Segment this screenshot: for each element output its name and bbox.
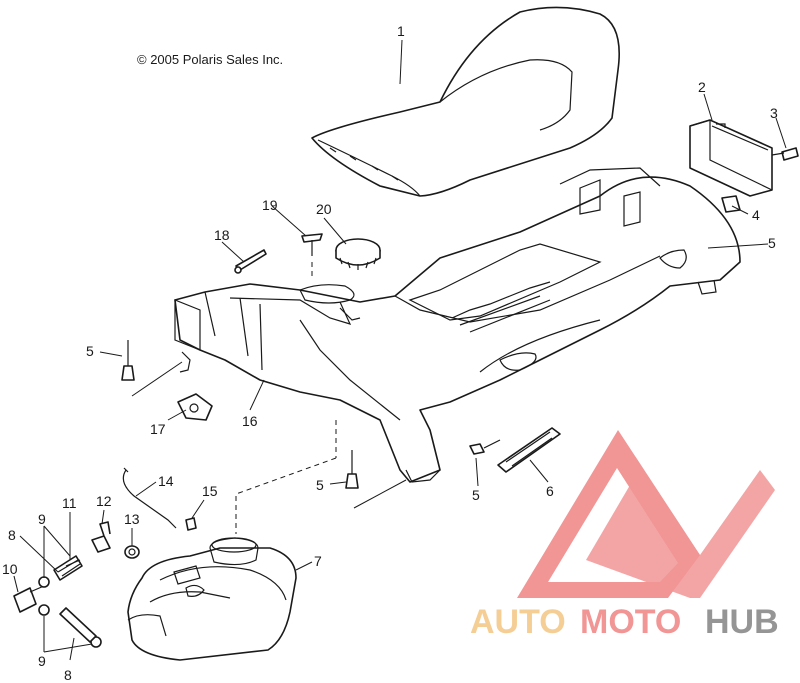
body-panel-part (174, 167, 741, 483)
leader-17 (167, 409, 187, 421)
callout-10: 10 (2, 561, 18, 577)
watermark-text-auto: AUTO (470, 603, 566, 641)
leader-19 (271, 205, 307, 237)
watermark-logo: AUTO MOTO HUB (470, 430, 779, 641)
leader-5b-2 (131, 361, 183, 397)
seat-latch-bracket-part (689, 119, 773, 197)
copyright-text: © 2005 Polaris Sales Inc. (137, 52, 283, 67)
callout-9-lower: 9 (38, 653, 46, 669)
pin-part-18 (234, 249, 267, 274)
grommet-part (124, 545, 140, 559)
leader-3 (775, 117, 787, 149)
leader-20 (323, 217, 347, 245)
leader-7 (295, 561, 313, 571)
callout-19: 19 (262, 197, 278, 213)
clip-nut-part-4 (721, 195, 741, 213)
leader-5d (475, 457, 479, 487)
callout-13: 13 (124, 511, 140, 527)
leader-14 (135, 481, 157, 497)
fuel-line-part-8a (65, 559, 81, 567)
callout-1: 1 (397, 23, 405, 39)
callout-20: 20 (316, 201, 332, 217)
callout-6: 6 (546, 483, 554, 499)
leader-5c (329, 481, 347, 485)
leader-9a (43, 525, 71, 578)
vent-strip-part (497, 427, 561, 473)
leader-15 (191, 499, 205, 519)
fuel-line-part-8b (59, 607, 97, 643)
leader-10 (13, 575, 19, 593)
leader-6 (529, 459, 549, 483)
fuel-filter-part (53, 555, 83, 581)
callout-2: 2 (698, 79, 706, 95)
push-rivet-part-5-center (345, 450, 359, 489)
callout-15: 15 (202, 483, 218, 499)
callout-5-lower: 5 (472, 487, 480, 503)
leader-5b (99, 351, 123, 357)
watermark-text-hub: HUB (705, 603, 779, 641)
leader-18 (221, 241, 245, 263)
callout-17: 17 (150, 421, 166, 437)
leader-1 (399, 39, 403, 85)
callout-11: 11 (62, 495, 77, 511)
callout-8-upper: 8 (8, 527, 16, 543)
hose-clamp-part (185, 517, 197, 531)
leader-8a (19, 535, 59, 573)
vent-hose-part (122, 467, 177, 529)
leader-5c-2 (353, 479, 407, 509)
small-clamp-part-9a (38, 576, 50, 588)
callout-3: 3 (770, 105, 778, 121)
leader-8b (69, 637, 75, 661)
callout-16: 16 (242, 413, 258, 429)
push-rivet-part-5-left (121, 340, 135, 381)
leader-4 (731, 205, 749, 215)
seat-part (311, 6, 620, 197)
watermark-triangle-inner-icon (586, 468, 775, 598)
push-rivet-part-5-right (469, 439, 501, 455)
callout-9-upper: 9 (38, 511, 46, 527)
leader-9b (43, 616, 93, 653)
fuel-tank-part (127, 537, 297, 661)
elbow-fitting-part (91, 521, 111, 553)
mount-bracket-part-17 (177, 393, 213, 421)
callout-8-lower: 8 (64, 667, 72, 683)
leader-2 (703, 93, 713, 121)
leader-5a (707, 243, 769, 249)
callout-7: 7 (314, 553, 322, 569)
rivet-part-19 (301, 233, 323, 256)
leader-16 (249, 379, 265, 411)
callout-5-right: 5 (768, 235, 776, 251)
watermark-triangle-icon (517, 430, 700, 598)
callout-5-center: 5 (316, 477, 324, 493)
callout-5-left: 5 (86, 343, 94, 359)
callout-12: 12 (96, 493, 112, 509)
bolt-part-3 (771, 147, 799, 161)
callout-4: 4 (752, 207, 760, 223)
fuel-cap-part (335, 238, 381, 270)
small-clamp-part-9b (38, 604, 50, 616)
leader-12 (101, 509, 105, 525)
watermark-text-moto: MOTO (580, 603, 681, 641)
callout-18: 18 (214, 227, 230, 243)
callout-14: 14 (158, 473, 174, 489)
